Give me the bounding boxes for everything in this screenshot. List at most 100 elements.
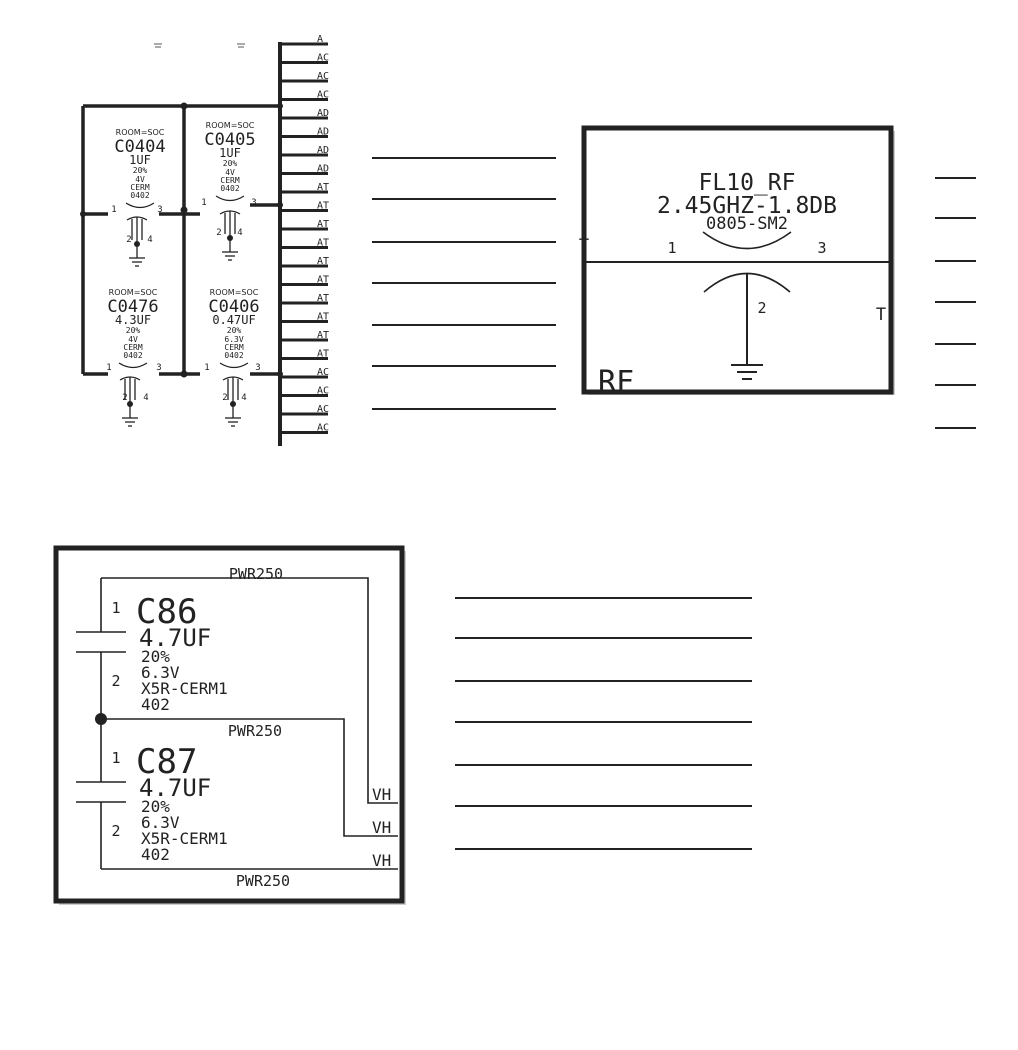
bus-pin-label: AT	[317, 238, 329, 249]
cap-volt: 6.3V	[141, 663, 180, 682]
capacitor-c86: 1 C86 4.7UF 20% 2 6.3V X5R-CERM1 402	[111, 592, 227, 714]
panel-pwr-caps: PWR250 PWR250 PWR250 1 C86 4.7UF 20% 2 6…	[53, 545, 752, 905]
cap-value: 1UF	[219, 146, 241, 160]
pin-1: 1	[204, 363, 209, 373]
cap-arc-symbol	[118, 362, 148, 369]
pin-2: 2	[216, 228, 221, 238]
cap-volt: 4V	[135, 175, 145, 184]
bus-pin-label: AC	[317, 386, 329, 397]
cap-arc-symbol	[219, 362, 249, 369]
cap-tol: 20%	[141, 647, 170, 666]
edge-label-1: VH	[372, 785, 391, 804]
pin-1: 1	[106, 363, 111, 373]
net-label-mid: PWR250	[228, 722, 282, 740]
bus-pin-label: AT	[317, 349, 329, 360]
cap-pkg: 0402	[220, 184, 239, 193]
bus-pin-label: AC	[317, 90, 329, 101]
pin-3: 3	[255, 363, 260, 373]
cap-value: 0.47UF	[212, 313, 255, 327]
bus-pin-label: AT	[317, 182, 329, 193]
bus-pin-label: AT	[317, 275, 329, 286]
pwr-wires	[76, 577, 398, 870]
net-lines-b	[935, 177, 976, 429]
cap-room: ROOM=SOC	[210, 288, 259, 297]
cap-type: X5R-CERM1	[141, 829, 228, 848]
cap-arc-symbol	[215, 195, 245, 202]
panel-rf-filter: FL10_RF 2.45GHZ-1.8DB 0805-SM2 1 3 2 T T…	[579, 125, 976, 429]
left-edge-label: T	[579, 236, 589, 256]
net-label-top: PWR250	[229, 565, 283, 583]
cap-tol: 20%	[126, 326, 141, 335]
pin-1: 1	[201, 198, 206, 208]
pin-4: 4	[237, 228, 242, 238]
bus-pin-label: AT	[317, 330, 329, 341]
bus-pin-label: AC	[317, 53, 329, 64]
net-lines-c	[455, 597, 752, 850]
filter-value: 2.45GHZ-1.8DB	[657, 193, 837, 219]
cap-type: X5R-CERM1	[141, 679, 228, 698]
cap-ref: C0406	[208, 297, 259, 317]
edge-label-2: VH	[372, 818, 391, 837]
cap-value: 4.7UF	[139, 774, 211, 802]
cap-room: ROOM=SOC	[206, 121, 255, 130]
cap-ref: C87	[136, 742, 197, 782]
cap-volt: 4V	[225, 168, 235, 177]
cap-pkg: 402	[141, 845, 170, 864]
ground-icon	[731, 364, 763, 380]
capacitor-c0476: ROOM=SOC C0476 4.3UF 20% 4V CERM 0402 1 …	[106, 288, 161, 403]
bus-pin-label: AC	[317, 404, 329, 415]
ground-icon	[219, 210, 241, 261]
panel-decoupling-caps: AACACACADADADADATATATATATATATATATATACACA…	[80, 34, 556, 446]
pin-2: 2	[111, 822, 120, 840]
cap-volt: 4V	[128, 335, 138, 344]
pin-3: 3	[156, 363, 161, 373]
bus-pin-label: AC	[317, 367, 329, 378]
ground-icon	[222, 376, 244, 427]
cap-room: ROOM=SOC	[109, 288, 158, 297]
cap-tol: 20%	[227, 326, 242, 335]
cap-pkg: 0402	[123, 351, 142, 360]
pin-4: 4	[143, 393, 148, 403]
ground-icon	[119, 376, 141, 427]
bus-pin-label: AT	[317, 312, 329, 323]
cap-tol: 20%	[141, 797, 170, 816]
rf-frame	[581, 125, 894, 395]
pin-1: 1	[111, 599, 120, 617]
pin-2: 2	[111, 672, 120, 690]
cap-room: ROOM=SOC	[116, 128, 165, 137]
junction-dot	[95, 713, 107, 725]
corner-label: RF	[598, 365, 634, 400]
filter-ref: FL10_RF	[699, 170, 796, 196]
bus-pin-label: A	[317, 34, 323, 45]
top-ground-marks	[154, 43, 245, 48]
bus-pin-label: AT	[317, 256, 329, 267]
cap-tol: 20%	[133, 166, 148, 175]
filter-arc-bottom	[703, 272, 791, 293]
ground-icon	[126, 216, 148, 267]
bus-pin-label: AD	[317, 145, 329, 156]
cap-pkg: 402	[141, 695, 170, 714]
cap-pkg: 0402	[224, 351, 243, 360]
capacitor-c0406: ROOM=SOC C0406 0.47UF 20% 6.3V CERM 0402…	[204, 288, 260, 403]
right-edge-label: T	[876, 305, 886, 325]
bus-pin-label: AT	[317, 293, 329, 304]
pin-4: 4	[147, 235, 152, 245]
pin-3: 3	[251, 198, 256, 208]
filter-package: 0805-SM2	[706, 214, 788, 234]
net-label-bottom: PWR250	[236, 872, 290, 890]
capacitor-c87: 1 C87 4.7UF 20% 2 6.3V X5R-CERM1 402	[111, 742, 227, 864]
cap-value: 4.3UF	[115, 313, 151, 327]
cap-ref: C86	[136, 592, 197, 632]
cap-ref: C0405	[204, 130, 255, 150]
cap-tol: 20%	[223, 159, 238, 168]
capacitor-c0404: ROOM=SOC C0404 1UF 20% 4V CERM 0402 1 3 …	[111, 128, 165, 245]
cap-ref: C0404	[114, 137, 165, 157]
cap-arc-symbol	[125, 202, 155, 209]
bus-pin-label: AT	[317, 201, 329, 212]
filter-pin-2: 2	[757, 299, 766, 317]
bus-pin-label: AD	[317, 164, 329, 175]
filter-pin-1: 1	[667, 239, 676, 257]
pin-2: 2	[222, 393, 227, 403]
cap-ground-symbols	[119, 210, 244, 427]
